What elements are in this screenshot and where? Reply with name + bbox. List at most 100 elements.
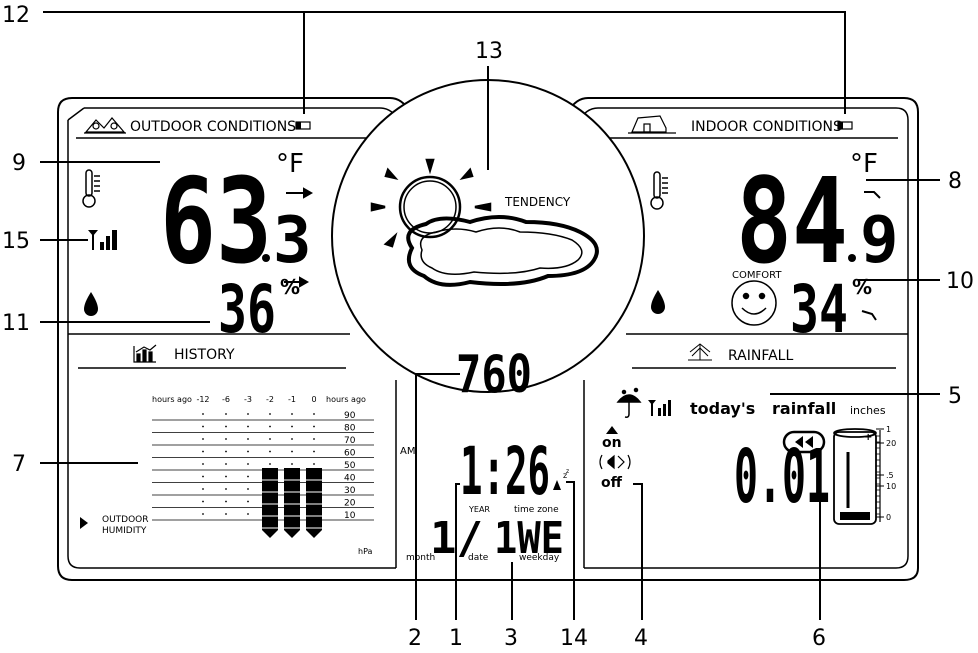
gauge-tick-label: 0 bbox=[886, 513, 891, 522]
outdoor-humidity-unit: % bbox=[280, 275, 300, 299]
history-bar bbox=[306, 468, 322, 530]
history-dot bbox=[202, 500, 204, 503]
todays-label: today's bbox=[690, 399, 755, 418]
history-mode-line2: HUMIDITY bbox=[102, 526, 147, 536]
outdoor-temp-int: 63 bbox=[160, 152, 272, 290]
house-icon bbox=[628, 115, 676, 134]
history-scale-label: 80 bbox=[344, 424, 356, 434]
history-dot bbox=[269, 425, 271, 428]
history-dot bbox=[225, 425, 227, 428]
callout-8: 8 bbox=[948, 169, 962, 194]
history-scale-label: 90 bbox=[344, 411, 356, 421]
history-hour-tick: -12 bbox=[196, 395, 209, 404]
history-dot bbox=[269, 413, 271, 415]
history-dot bbox=[225, 513, 227, 515]
pressure-value: 760 bbox=[456, 345, 532, 405]
indoor-humidity-unit: % bbox=[852, 275, 872, 299]
cloud-icon bbox=[406, 215, 599, 287]
history-dot bbox=[202, 450, 204, 453]
history-dot bbox=[247, 513, 249, 515]
callout-3: 3 bbox=[504, 626, 518, 651]
indoor-thermometer-icon bbox=[650, 171, 668, 210]
history-dot bbox=[247, 438, 249, 440]
history-scale-label: 40 bbox=[344, 474, 356, 484]
month-label: month bbox=[406, 553, 435, 563]
history-dot bbox=[313, 463, 315, 465]
history-dot bbox=[247, 425, 249, 428]
rain-gauge-fill bbox=[840, 512, 870, 520]
indoor-temp-int: 84 bbox=[736, 152, 848, 290]
console-frame bbox=[57, 97, 919, 581]
tendency-label: TENDENCY bbox=[504, 195, 571, 209]
history-header-right: hours ago bbox=[326, 395, 366, 404]
outdoor-temp-dot bbox=[262, 254, 270, 262]
history-bars bbox=[262, 468, 322, 538]
history-dot bbox=[225, 463, 227, 465]
callout-14: 14 bbox=[560, 626, 588, 651]
history-dot bbox=[225, 413, 227, 415]
history-mode-arrow-icon bbox=[80, 517, 88, 529]
indoor-temp-dot bbox=[848, 254, 856, 262]
gauge-tick-label: 1 bbox=[886, 425, 891, 434]
alarm-off-label: off bbox=[601, 475, 623, 491]
history-dot bbox=[247, 475, 249, 478]
history-scale-label: 50 bbox=[344, 461, 356, 471]
rain-gauge-icon bbox=[833, 428, 877, 525]
year-label: YEAR bbox=[468, 505, 490, 514]
history-bar-tip bbox=[262, 530, 278, 538]
outdoor-humidity: 36 bbox=[218, 271, 276, 348]
dst-bell-icon: z z bbox=[553, 468, 569, 490]
callout-2: 2 bbox=[408, 626, 422, 651]
indoor-humidity: 34 bbox=[790, 271, 848, 348]
history-hour-tick: -6 bbox=[222, 395, 230, 404]
outdoor-icon bbox=[84, 117, 126, 134]
date-label: date bbox=[468, 553, 489, 563]
history-header-left: hours ago bbox=[152, 395, 192, 404]
history-dot bbox=[225, 475, 227, 478]
history-scale-label: 20 bbox=[344, 499, 356, 509]
rainfall-title: RAINFALL bbox=[728, 348, 793, 364]
history-dot bbox=[269, 463, 271, 465]
rainfall-value: 0.01 bbox=[734, 434, 830, 520]
outdoor-temp-decimal: 3 bbox=[273, 204, 312, 278]
history-dot bbox=[247, 413, 249, 415]
rainfall-panel: RAINFALL today's rainfall inches on off … bbox=[599, 343, 896, 525]
signal-strength-icon bbox=[88, 230, 117, 250]
history-bar-tip bbox=[306, 530, 322, 538]
callout-6: 6 bbox=[812, 626, 826, 651]
svg-text:z: z bbox=[563, 471, 567, 480]
history-unit: hPa bbox=[358, 547, 373, 556]
callout-1: 1 bbox=[449, 626, 463, 651]
outdoor-humidity-trend-icon bbox=[284, 276, 310, 288]
history-dot bbox=[291, 413, 293, 415]
history-chart-icon bbox=[133, 344, 157, 363]
indoor-temp-trend-icon bbox=[864, 191, 881, 199]
outdoor-title: OUTDOOR CONDITIONS bbox=[130, 119, 296, 135]
history-bar bbox=[284, 468, 300, 530]
svg-text:z: z bbox=[566, 468, 569, 475]
history-dot bbox=[247, 488, 249, 490]
alarm-up-icon bbox=[606, 426, 618, 434]
history-dot bbox=[247, 463, 249, 465]
callout-10: 10 bbox=[946, 269, 974, 294]
weekday-label: weekday bbox=[519, 553, 560, 563]
alarm-speaker-icon bbox=[599, 454, 631, 470]
history-dot bbox=[225, 438, 227, 440]
am-indicator: AM bbox=[400, 446, 415, 457]
callout-15: 15 bbox=[2, 229, 30, 254]
history-dot bbox=[202, 413, 204, 415]
history-dot bbox=[225, 488, 227, 490]
indoor-temp-unit: °F bbox=[850, 149, 878, 179]
history-dot bbox=[291, 438, 293, 440]
callout-5: 5 bbox=[948, 384, 962, 409]
rain-signal-icon bbox=[648, 400, 671, 416]
history-hour-tick: -2 bbox=[266, 395, 274, 404]
umbrella-icon bbox=[616, 387, 642, 418]
history-dot bbox=[202, 425, 204, 428]
callout-lines bbox=[40, 11, 940, 620]
history-dot bbox=[313, 450, 315, 453]
clock-time: 1:26 bbox=[460, 433, 550, 510]
history-dot bbox=[269, 450, 271, 453]
